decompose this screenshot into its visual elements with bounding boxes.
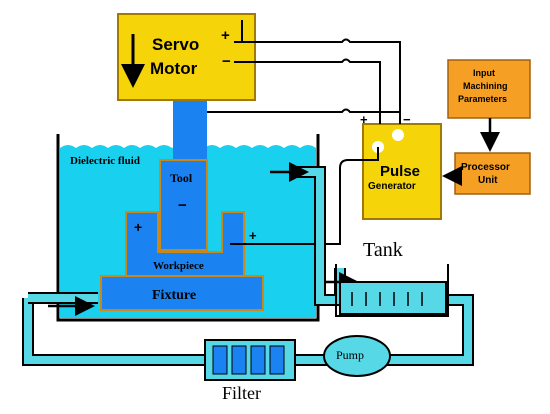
wiring [207,20,401,245]
filter-label: Filter [222,383,261,403]
pulse-label-2: Generator [368,181,416,192]
filter [204,339,296,381]
pipe-system [22,166,474,366]
tool-polarity: − [178,197,187,214]
workpiece-polarity: + [134,219,142,235]
tank-label: Tank [363,239,403,261]
input-label-2: Machining [463,81,508,91]
servo-plus: + [221,27,230,44]
servo-label-1: Servo [152,35,199,54]
processor-label-2: Unit [478,175,498,186]
tool-label: Tool [170,171,193,185]
pump [323,335,391,377]
reservoir [335,264,449,317]
pulse-generator [362,123,442,220]
servo-minus: − [222,53,231,70]
processor-label-1: Processor [461,162,510,173]
fixture-label: Fixture [152,288,196,303]
input-label-1: Input [473,68,495,78]
tool [159,159,208,251]
pulse-minus: − [403,112,411,127]
workpiece-terminal: + [249,228,257,243]
servo-motor [117,13,256,101]
input-label-3: Parameters [458,94,507,104]
fixture [100,275,264,311]
input-parameters-box [447,59,531,119]
pump-label: Pump [336,348,364,362]
pulse-label-1: Pulse [380,163,420,180]
servo-label-2: Motor [150,59,198,78]
pulse-plus: + [360,112,368,127]
pulse-terminal-minus [392,129,404,141]
processor-unit-box [454,152,531,195]
workpiece-label: Workpiece [153,260,204,272]
dielectric-label: Dielectric fluid [70,155,140,167]
